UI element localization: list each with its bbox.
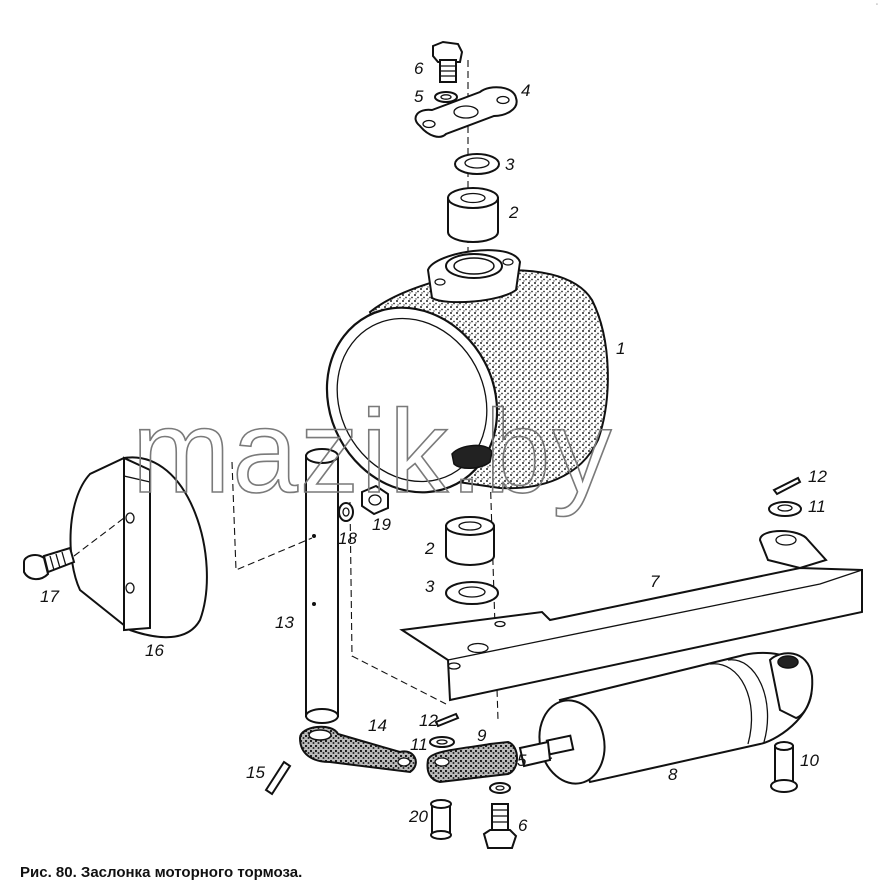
bolt-6-bottom	[482, 803, 518, 849]
label-part-6-top: 6	[414, 59, 424, 78]
bolt-6-top	[432, 40, 464, 83]
washer-11-left	[429, 736, 455, 748]
screw-17	[23, 546, 76, 580]
housing-1	[325, 249, 609, 494]
nut-19	[361, 484, 389, 516]
label-part-9: 9	[477, 726, 487, 745]
bushing-2-bottom	[445, 516, 495, 566]
cotter-12-left	[434, 712, 460, 728]
lock-washer-18	[338, 502, 354, 522]
label-part-12-right: 12	[808, 467, 827, 486]
label-part-20: 20	[408, 807, 428, 826]
label-part-8: 8	[668, 765, 678, 784]
label-part-12-left: 12	[419, 711, 438, 730]
label-part-18: 18	[338, 529, 357, 548]
label-part-19: 19	[372, 515, 391, 534]
assembly-line-disc	[231, 461, 313, 571]
label-part-13: 13	[275, 613, 294, 632]
brake-cylinder-8	[518, 651, 814, 785]
bracket-7	[399, 530, 863, 702]
washer-3-bottom	[445, 581, 499, 605]
label-part-3-bottom: 3	[425, 577, 435, 596]
watermark-text: mazik.by	[132, 386, 614, 518]
label-part-10: 10	[800, 751, 819, 770]
label-part-4: 4	[521, 81, 530, 100]
washer-5-top	[434, 91, 458, 103]
label-part-17: 17	[40, 587, 59, 606]
lever-14	[298, 725, 417, 774]
label-part-14: 14	[368, 716, 387, 735]
pin-15	[264, 760, 292, 796]
label-part-16: 16	[145, 641, 164, 660]
label-part-1: 1	[616, 339, 625, 358]
label-part-11-left: 11	[410, 735, 428, 754]
pin-10	[770, 741, 798, 793]
clevis-9	[426, 740, 518, 784]
assembly-line-shaft	[349, 501, 447, 705]
label-part-2-top: 2	[508, 203, 519, 222]
label-part-11-right: 11	[808, 497, 826, 516]
figure-caption: Рис. 80. Заслонка моторного тормоза.	[20, 864, 303, 881]
label-part-2-bottom: 2	[424, 539, 435, 558]
shaft-13	[305, 448, 339, 724]
label-part-3-top: 3	[505, 155, 515, 174]
flap-disc-16	[69, 456, 208, 639]
washer-5-bottom	[489, 782, 511, 794]
washer-3-top	[454, 153, 500, 175]
corner-mark: ▫	[875, 2, 878, 8]
label-part-15: 15	[246, 763, 265, 782]
cotter-12-right	[772, 476, 802, 496]
pin-20	[430, 799, 452, 840]
label-part-5-bottom: 5	[517, 751, 527, 770]
plate-4	[414, 86, 518, 138]
label-part-5-top: 5	[414, 87, 424, 106]
label-part-6-bottom: 6	[518, 816, 528, 835]
bushing-2-top	[447, 187, 499, 243]
washer-11-right	[768, 501, 802, 517]
label-part-7: 7	[650, 572, 660, 591]
